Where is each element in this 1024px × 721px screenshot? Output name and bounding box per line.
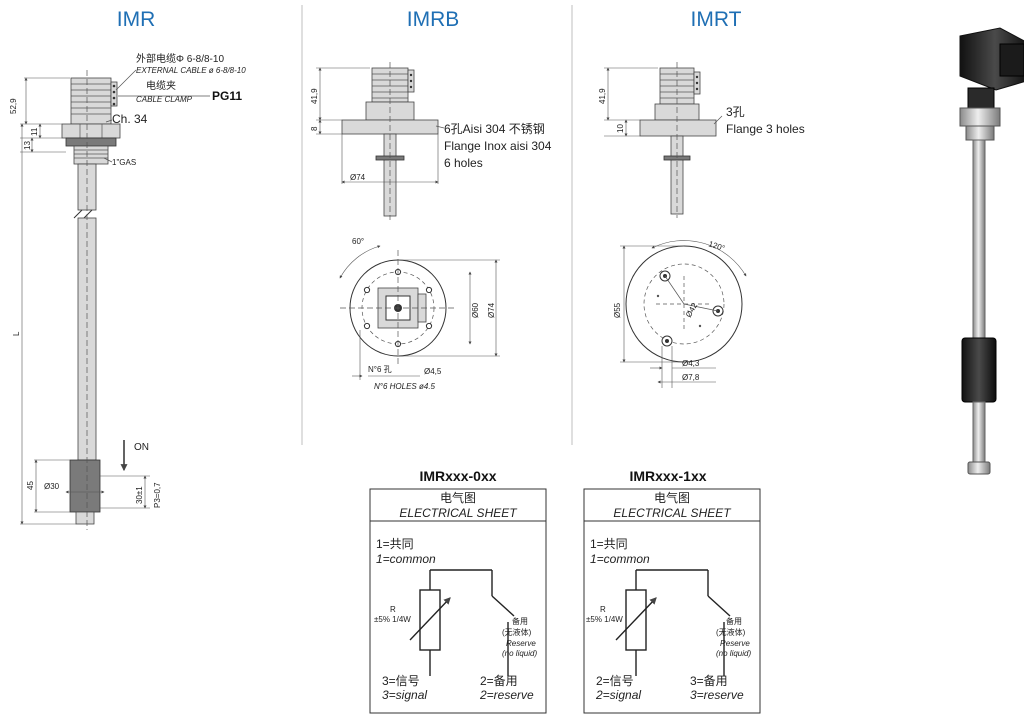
sheet1-r-label: R: [600, 605, 606, 614]
sheet0-cn: 电气图: [440, 490, 476, 505]
sheet1-title: IMRxxx-1xx: [629, 468, 706, 484]
sheet1-en: ELECTRICAL SHEET: [613, 506, 732, 520]
imrt-dim-10: 10: [616, 124, 625, 133]
imrt-angle: 120°: [707, 239, 726, 253]
sheet0-en: ELECTRICAL SHEET: [399, 506, 518, 520]
sheet0-t1-cn: 1=共同: [376, 537, 414, 551]
sheet1-t1-en: 1=common: [590, 552, 650, 566]
imr-pg11: PG11: [212, 89, 242, 103]
imrb-flange-cn: 6孔Aisi 304 不锈钢: [444, 122, 545, 136]
imr-dim-30pm1: 30±1: [135, 486, 144, 504]
imrb-dim-d45: Ø4,5: [424, 367, 442, 376]
imrt-dim-41-9: 41,9: [598, 88, 607, 104]
sheet0-r-label: R: [390, 605, 396, 614]
sheet0-t1-en: 1=common: [376, 552, 436, 566]
imr-dim-l: L: [12, 331, 21, 336]
sheet1-r-tol: ±5% 1/4W: [586, 615, 623, 624]
sheet0-res-en2: (no liquid): [502, 649, 537, 658]
imr-cable-cn: 外部电缆Φ 6-8/8-10: [136, 52, 224, 65]
sheet1-t3-en: 3=reserve: [690, 688, 744, 702]
imr-dim-45: 45: [26, 481, 35, 490]
imrb-top-view: [339, 245, 500, 380]
sheet1-t3-cn: 3=备用: [690, 674, 728, 688]
product-photo: [959, 27, 1024, 475]
sheet1-t2-en: 2=signal: [595, 688, 641, 702]
sheet0-title: IMRxxx-0xx: [419, 468, 496, 484]
imr-dim-d30: Ø30: [44, 482, 60, 491]
title-imrt: IMRT: [691, 8, 742, 31]
imr-dim-p3: P3=0,7: [153, 482, 162, 508]
imrb-dim-41-9: 41,9: [310, 88, 319, 104]
imrb-dim-d60: Ø60: [471, 302, 480, 318]
title-imr: IMR: [117, 8, 156, 31]
sheet0-r-tol: ±5% 1/4W: [374, 615, 411, 624]
sheet0-res-en: Reserve: [506, 639, 536, 648]
imrb-holes-en: N°6 HOLES ø4.5: [374, 382, 436, 391]
sheet1-diagram: [583, 488, 761, 714]
sheet1-res-cn2: (无液体): [716, 627, 746, 637]
sheet0-t2-en: 2=reserve: [479, 688, 534, 702]
imrt-top-view: [620, 240, 747, 388]
imr-on-label: ON: [134, 442, 149, 453]
imr-clamp-en: CABLE CLAMP: [136, 95, 193, 104]
imrt-holes-cn: 3孔: [726, 105, 745, 119]
imr-clamp-cn: 电缆夹: [146, 79, 176, 92]
sheet1-t1-cn: 1=共同: [590, 537, 628, 551]
imr-gas: 1"GAS: [112, 158, 136, 167]
sheet1-res-cn: 备用: [726, 616, 742, 626]
imrb-dim-d74-side: Ø74: [350, 173, 366, 182]
imr-dim-13: 13: [23, 141, 32, 150]
sheet0-t3-cn: 3=信号: [382, 674, 420, 688]
imrb-side-view: [316, 62, 445, 220]
imr-dim-52-9: 52,9: [9, 98, 18, 114]
imrb-angle: 60°: [352, 237, 364, 246]
imrt-holes-en: Flange 3 holes: [726, 122, 805, 136]
imrb-flange-en2: 6 holes: [444, 156, 483, 170]
sheet0-res-cn2: (无液体): [502, 627, 532, 637]
sheet1-t2-cn: 2=信号: [596, 674, 634, 688]
sheet1-res-en2: (no liquid): [716, 649, 751, 658]
imrb-dim-d74-top: Ø74: [487, 302, 496, 318]
imr-cable-en: EXTERNAL CABLE ø 6-8/8-10: [136, 66, 246, 75]
imr-ch34: Ch. 34: [112, 112, 148, 126]
imrb-dim-8: 8: [310, 126, 319, 131]
imrb-flange-en1: Flange Inox aisi 304: [444, 139, 552, 153]
sheet0-t3-en: 3=signal: [382, 688, 427, 702]
sheet0-diagram: [369, 488, 547, 714]
title-imrb: IMRB: [407, 8, 460, 31]
imrt-side-view: [604, 62, 723, 218]
sheet0-res-cn: 备用: [512, 616, 528, 626]
sheet1-cn: 电气图: [654, 490, 690, 505]
imr-dim-11: 11: [30, 127, 39, 136]
imrt-dim-d55: Ø55: [613, 302, 622, 318]
imr-drawing: [20, 69, 210, 530]
sheet1-res-en: Reserve: [720, 639, 750, 648]
imrb-holes-cn: N°6 孔: [368, 365, 392, 374]
imrt-dim-d43: Ø4,3: [682, 359, 700, 368]
imrt-dim-d78: Ø7,8: [682, 373, 700, 382]
sheet0-t2-cn: 2=备用: [480, 674, 518, 688]
